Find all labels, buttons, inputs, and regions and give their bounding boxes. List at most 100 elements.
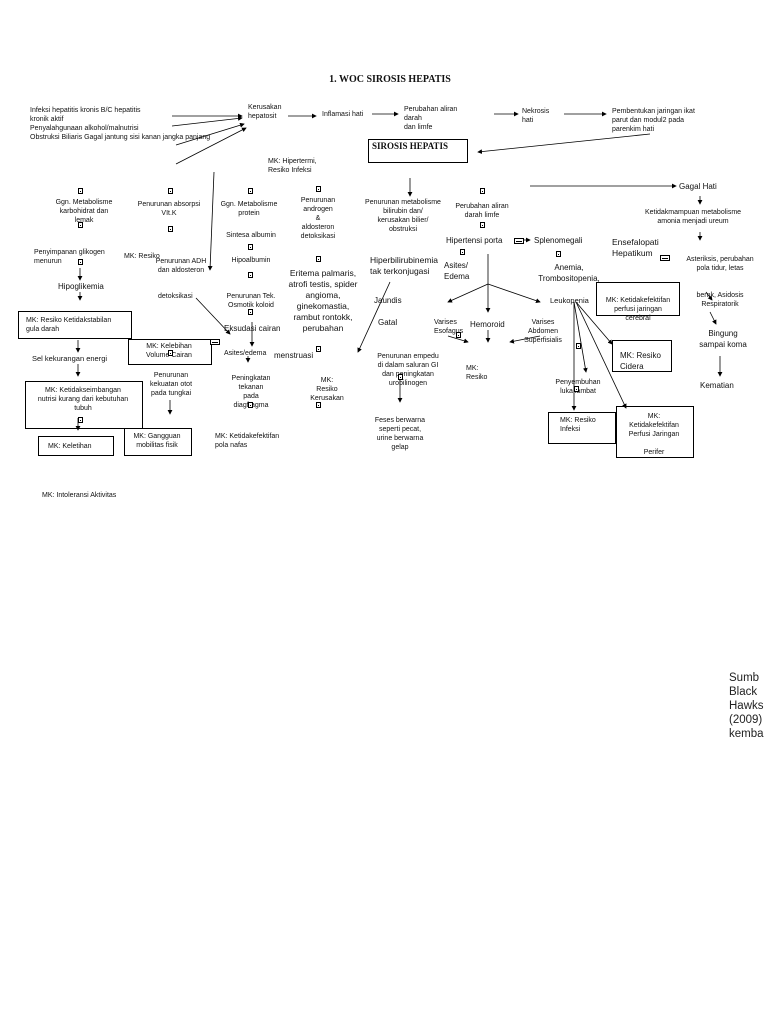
node-mk-pola-napas: MK: Ketidakefektifan pola nafas: [215, 433, 280, 449]
node-menstruasi: menstruasi: [274, 351, 314, 360]
node-causes: Infeksi hepatitis kronis B/C hepatitis k…: [30, 107, 211, 141]
marker-icon: [398, 374, 403, 380]
node-detoksikasi: detoksikasi: [158, 293, 193, 300]
marker-icon: [316, 402, 321, 408]
node-asites-edema: Asites/ Edema: [444, 261, 470, 281]
marker-icon: [576, 343, 581, 349]
node-bernk: bernk, Asidosis Respiratorik: [696, 292, 744, 308]
node-nekrosis: Nekrosis hati: [522, 108, 550, 124]
node-penurunan-adh: Penurunan ADH dan aldosteron: [155, 258, 207, 274]
marker-icon: [248, 188, 253, 194]
mk-keletihan-box: [38, 436, 114, 456]
node-mk-resiko-cidera: MK: Resiko Cidera: [620, 351, 661, 371]
node-mk-mobilitas: MK: Gangguan mobilitas fisik: [133, 433, 181, 449]
node-hipertensi-porta: Hipertensi porta: [446, 236, 503, 245]
node-pembentukan: Pembentukan jaringan ikat parut dan modu…: [612, 108, 695, 133]
node-sintesa: Sintesa albumin: [226, 232, 276, 239]
marker-icon: [514, 238, 524, 244]
mk-ketidakstabilan-box: [18, 311, 132, 339]
node-leukopenia: Leukopenia: [550, 296, 589, 305]
node-ketidakmampuan: Ketidakmampuan metabolisme amonia menjad…: [644, 209, 742, 225]
node-kerusakan: Kerusakan hepatosit: [248, 104, 282, 120]
mk-kelebihan-box: [128, 339, 212, 365]
node-feses: Feses berwarna seperti pecat, urine berw…: [374, 417, 426, 451]
sirosis-hepatis-box: SIROSIS HEPATIS: [368, 139, 468, 163]
mk-perfusi-cerebral-box: [596, 282, 680, 316]
node-penurunan-androgen: Penurunan androgen & aldosteron detoksik…: [300, 197, 336, 240]
node-mk-perfusi-perifer: MK: Ketidakefektifan Perfusi Jaringan Pe…: [628, 413, 680, 456]
node-mk-keletihan: MK: Keletihan: [48, 443, 92, 450]
source-note: Sumb Black Hawks (2009) kemba: [729, 672, 764, 740]
marker-icon: [168, 188, 173, 194]
node-asterixis: Asteriksis, perubahan pola tidur, letas: [686, 256, 754, 272]
node-kematian: Kematian: [700, 381, 734, 390]
node-splenomegali: Splenomegali: [534, 236, 583, 245]
node-penurunan-empedu: Penurunan empedu di dalam saluran GI dan…: [377, 353, 439, 387]
node-penurunan-bilirubin: Penurunan metabolisme bilirubin dan/ ker…: [365, 199, 441, 233]
node-jaundis: Jaundis: [374, 296, 402, 305]
node-mk-kelebihan: MK: Kelebihan Volume Cairan: [146, 343, 192, 359]
node-selkekurangan: Sel kekurangan energi: [32, 354, 108, 363]
marker-icon: [316, 346, 321, 352]
node-mk-resiko-mid: MK: Resiko: [466, 365, 488, 381]
marker-icon: [168, 350, 173, 356]
marker-icon: [316, 186, 321, 192]
marker-icon: [316, 256, 321, 262]
mk-resiko-cidera-box: [612, 340, 672, 372]
mk-nutrisi-box: [25, 381, 143, 429]
node-hemoroid: Hemoroid: [470, 320, 505, 329]
node-mk-resiko-infeksi: MK: Resiko Infeksi: [560, 417, 596, 433]
mk-perfusi-perifer-box: [616, 406, 694, 458]
marker-icon: [78, 259, 83, 265]
marker-icon: [248, 244, 253, 250]
node-gatal: Gatal: [378, 318, 398, 327]
node-perubahan-limfe: Perubahan aliran darah limfe: [455, 203, 509, 219]
node-inflamasi: Inflamasi hati: [322, 111, 364, 118]
node-eksudasi: Eksudasi cairan: [224, 324, 281, 333]
node-penurunan-vitk: Penurunan absorpsi VIt.K: [137, 201, 201, 217]
node-hipoglikemia: Hipoglikemia: [58, 282, 104, 291]
node-mk-perfusi-cerebral: MK: Ketidakefektifan perfusi jaringan ce…: [605, 297, 671, 322]
node-eritema: Eritema palmaris, atrofi testis, spider …: [288, 268, 358, 333]
node-ensefalopati: Ensefalopati Hepatikum: [612, 237, 659, 258]
node-gg-karbo: Ggn. Metabolisme karbohidrat dan lemak: [55, 199, 113, 224]
node-penurunan-kekuatan: Penurunan kekuatan otot pada tungkai: [149, 372, 193, 397]
node-mk-hipertermi: MK: Hipertermi, Resiko Infeksi: [268, 158, 317, 174]
marker-icon: [460, 249, 465, 255]
node-hiperbilirubin: Hiperbilirubinemia tak terkonjugasi: [370, 255, 439, 276]
marker-icon: [480, 188, 485, 194]
mk-mobilitas-box: [124, 428, 192, 456]
node-bingung: Bingung sampai koma: [699, 329, 747, 349]
node-varises-abdomen: Varises Abdomen Superfisialis: [524, 319, 562, 344]
node-perubahan-aliran: Perubahan aliran darah dan limfe: [404, 106, 458, 131]
node-gg-protein: Ggn. Metabolisme protein: [220, 201, 278, 217]
node-gagal-hati: Gagal Hati: [679, 182, 717, 191]
marker-icon: [574, 386, 579, 392]
node-mk-resiko-kerusakan: MK: Resiko Kerusakan: [310, 377, 344, 402]
marker-icon: [480, 222, 485, 228]
node-hipoalbumin: Hipoalbumin: [231, 257, 271, 264]
marker-icon: [660, 255, 670, 261]
node-penurunan-tek: Penurunan Tek. Osmotik koloid: [226, 293, 276, 309]
marker-icon: [248, 402, 253, 408]
node-mk-ketidakstabilan: MK: Resiko Ketidakstabilan gula darah: [26, 317, 112, 333]
node-mk-resiko-left: MK: Resiko: [124, 253, 160, 260]
node-anemia: Anemia, Trombositopenia,: [538, 263, 600, 283]
marker-icon: [556, 251, 561, 257]
marker-icon: [78, 417, 83, 423]
marker-icon: [78, 222, 83, 228]
marker-icon: [78, 188, 83, 194]
node-penyimpanan: Penyimpanan glikogen menurun: [34, 249, 105, 265]
node-varises-esofagus: Varises Esofagus: [434, 319, 464, 335]
marker-icon: [248, 309, 253, 315]
marker-icon: [210, 339, 220, 345]
node-mk-intoleransi: MK: Intoleransi Aktivitas: [42, 492, 117, 499]
marker-icon: [456, 332, 461, 338]
marker-icon: [248, 272, 253, 278]
diagram-title: 1. WOC SIROSIS HEPATIS: [329, 74, 451, 85]
node-penyembuhan: Penyembuhan luka lambat: [555, 379, 601, 395]
node-mk-nutrisi: MK: Ketidakseimbangan nutrisi kurang dar…: [37, 387, 129, 412]
mk-resiko-infeksi-box: [548, 412, 616, 444]
node-asites-edema2: Asites/edema: [224, 350, 267, 357]
